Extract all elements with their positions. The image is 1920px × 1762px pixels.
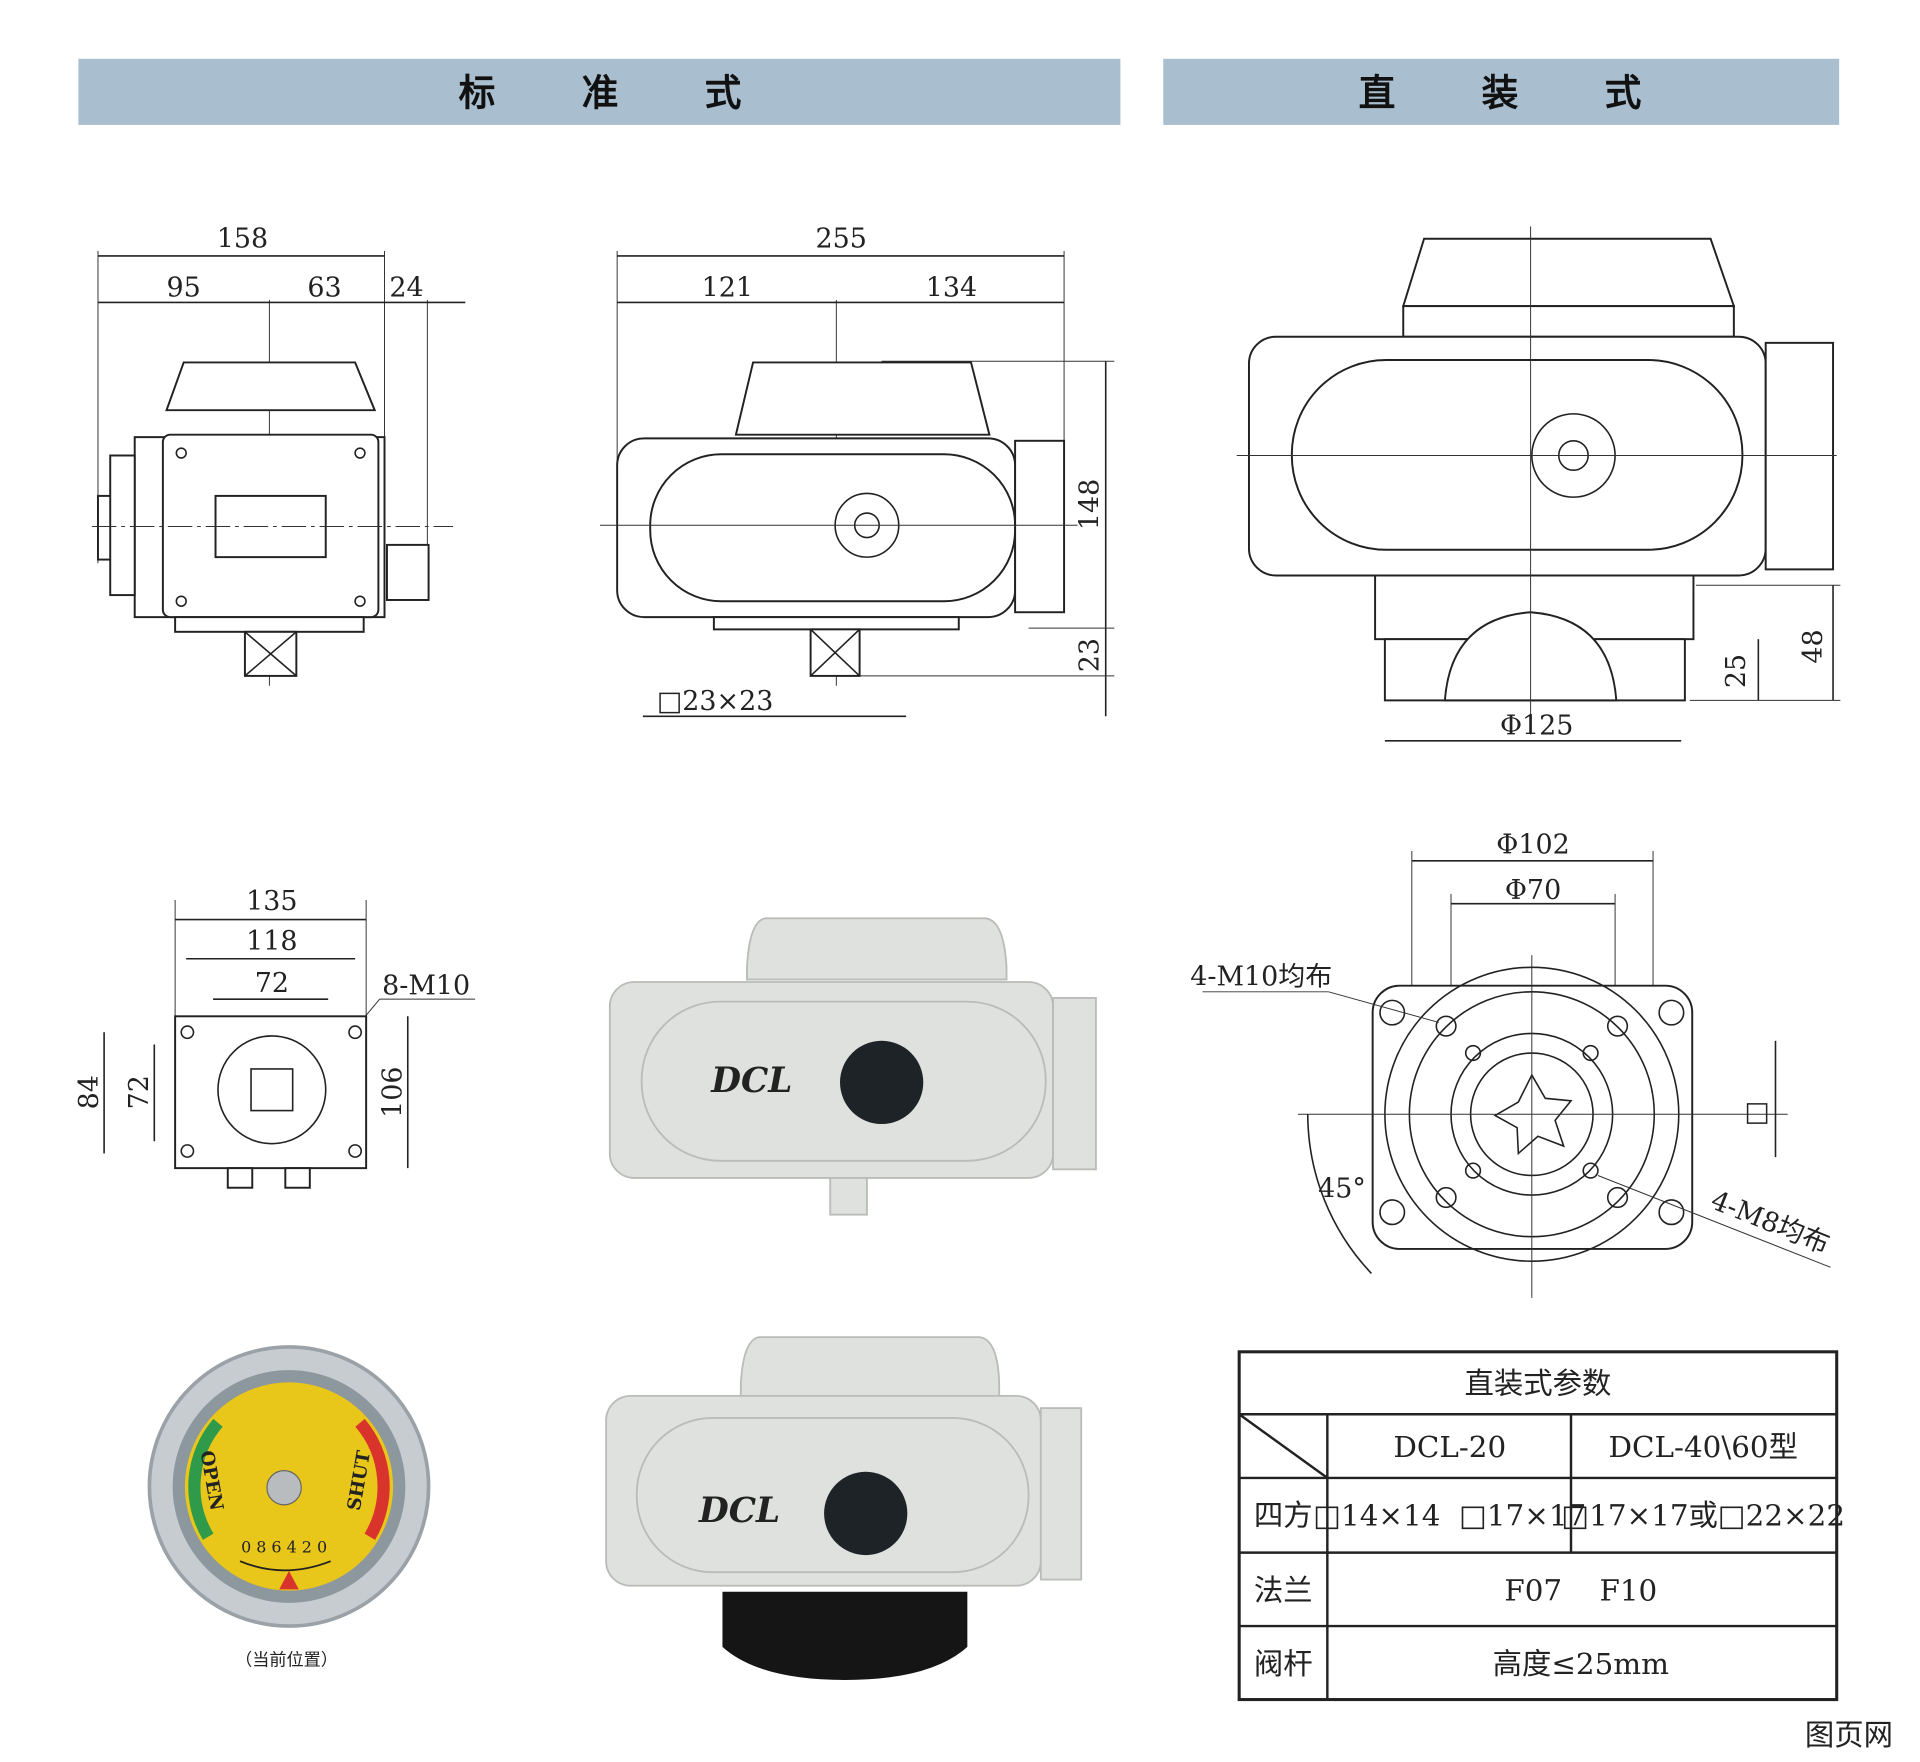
dim-95: 95 <box>167 272 201 303</box>
table-cell-stem: 高度≤25mm <box>1493 1647 1670 1681</box>
dim-63: 63 <box>307 272 341 303</box>
gauge-caption: （当前位置） <box>235 1650 338 1670</box>
dim-72-side: 72 <box>124 1075 155 1109</box>
dcl-logo: DCL <box>710 1061 792 1101</box>
dim-134: 134 <box>926 272 977 303</box>
dim-phi102: Φ102 <box>1496 829 1569 860</box>
table-col-dcl40-60: DCL-40\60型 <box>1608 1430 1798 1464</box>
table-cell-square-dcl20: □14×14 □17×17 <box>1313 1499 1586 1533</box>
label-4-m10: 4-M10均布 <box>1190 962 1332 993</box>
dim-shaft-square: □23×23 <box>657 686 774 717</box>
dim-135: 135 <box>246 886 297 917</box>
dim-106: 106 <box>378 1067 409 1118</box>
dim-23: 23 <box>1074 638 1105 672</box>
table-cell-square-dcl40: □17×17或□22×22 <box>1561 1499 1845 1533</box>
label-8-m10: 8-M10 <box>382 970 470 1001</box>
dim-84: 84 <box>74 1075 105 1109</box>
dcl-logo-2: DCL <box>698 1491 780 1531</box>
table-col-dcl20: DCL-20 <box>1393 1430 1506 1464</box>
position-gauge: OPEN SHUT 0 8 6 4 2 0 （当前位置） <box>147 1345 431 1670</box>
table-row-label-square: 四方 <box>1254 1499 1313 1533</box>
side-view-drawing: 255 121 134 148 23 □23×23 <box>600 223 1115 717</box>
dim-24: 24 <box>389 272 423 303</box>
header-direct-title: 直 装 式 <box>1359 71 1678 114</box>
table-title: 直装式参数 <box>1465 1366 1612 1400</box>
dim-148: 148 <box>1074 479 1105 530</box>
header-standard-title: 标 准 式 <box>459 71 778 114</box>
dim-25: 25 <box>1721 654 1752 688</box>
params-table: 直装式参数 DCL-20 DCL-40\60型 四方 □14×14 □17×17… <box>1237 1350 1845 1702</box>
label-square: □ <box>1744 1096 1769 1127</box>
header-direct: 直 装 式 <box>1163 58 1840 125</box>
watermark: 图页网 <box>1805 1718 1893 1752</box>
direct-view-drawing: Φ125 25 48 <box>1236 226 1841 742</box>
header-standard: 标 准 式 <box>78 58 1121 125</box>
gauge-scale: 0 8 6 4 2 0 <box>241 1538 327 1557</box>
table-row-label-flange: 法兰 <box>1254 1573 1313 1607</box>
dim-72-top: 72 <box>255 968 289 999</box>
dim-48: 48 <box>1798 629 1829 663</box>
label-45deg: 45° <box>1318 1174 1366 1205</box>
dim-158: 158 <box>217 223 268 254</box>
dim-255: 255 <box>816 223 867 254</box>
label-4-m8: 4-M8均布 <box>1706 1185 1833 1260</box>
flange-view-drawing: Φ102 Φ70 4-M10均布 4-M8均布 □ 45° <box>1190 829 1834 1298</box>
dim-phi125: Φ125 <box>1500 711 1573 742</box>
dim-121: 121 <box>702 272 753 303</box>
actuator-photo-direct: DCL <box>605 1336 1083 1680</box>
dim-phi70: Φ70 <box>1505 875 1561 906</box>
table-row-label-stem: 阀杆 <box>1254 1647 1313 1681</box>
table-cell-flange: F07 F10 <box>1504 1573 1657 1607</box>
bottom-view-drawing: 135 118 72 8-M10 84 72 106 <box>74 886 476 1189</box>
front-view-drawing: 158 95 63 24 <box>91 223 466 686</box>
dim-118: 118 <box>246 926 297 957</box>
actuator-photo-side: DCL <box>608 917 1097 1216</box>
